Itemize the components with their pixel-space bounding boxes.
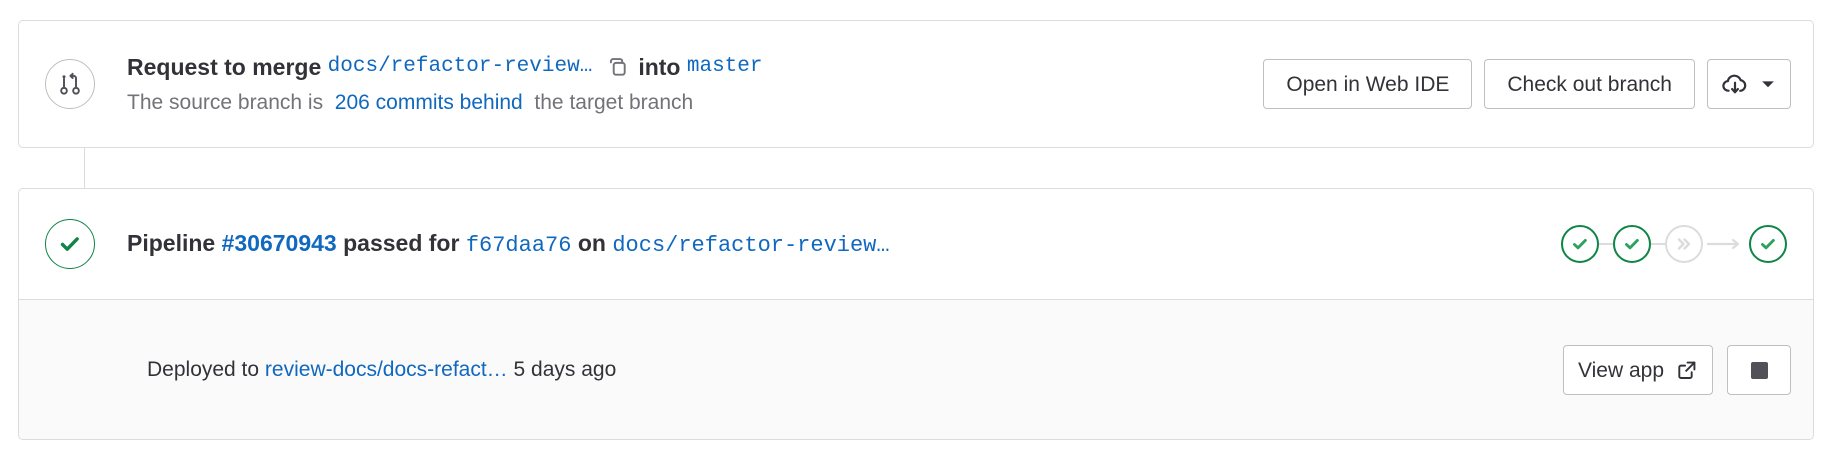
stage-arrow-icon bbox=[1703, 238, 1749, 250]
subtitle-suffix: the target branch bbox=[534, 90, 694, 114]
stage-connector-1 bbox=[1599, 243, 1613, 245]
open-in-web-ide-button[interactable]: Open in Web IDE bbox=[1263, 59, 1473, 109]
request-to-merge-label: Request to merge bbox=[127, 53, 322, 80]
external-link-icon bbox=[1676, 359, 1698, 381]
commits-behind-link[interactable]: 206 commits behind bbox=[334, 90, 523, 114]
pipeline-stages bbox=[1561, 225, 1787, 263]
download-dropdown-button[interactable] bbox=[1707, 59, 1791, 109]
into-label: into bbox=[638, 53, 681, 80]
merge-request-icon bbox=[58, 72, 82, 96]
commit-sha-link[interactable]: f67daa76 bbox=[465, 233, 572, 258]
check-circle-icon bbox=[57, 231, 83, 257]
merge-request-subtitle: The source branch is 206 commits behind … bbox=[127, 88, 1239, 118]
stop-icon bbox=[1750, 361, 1768, 379]
stage-connector-2 bbox=[1651, 243, 1665, 245]
merge-request-title: Request to merge docs/refactor-review… i… bbox=[127, 51, 1239, 83]
chevron-down-icon bbox=[1760, 76, 1776, 92]
deployed-to-label: Deployed to bbox=[147, 358, 260, 381]
pipeline-label: Pipeline bbox=[127, 230, 216, 256]
deployment-row: Deployed to review-docs/docs-refact… 5 d… bbox=[19, 299, 1813, 439]
view-app-label: View app bbox=[1577, 358, 1664, 382]
subtitle-prefix: The source branch is bbox=[127, 90, 324, 114]
pipeline-status-icon-wrapper bbox=[45, 219, 95, 269]
pipeline-on-label: on bbox=[577, 230, 606, 256]
pipeline-stage-3-skipped-icon[interactable] bbox=[1665, 225, 1703, 263]
copy-icon[interactable] bbox=[602, 52, 632, 82]
target-branch-link[interactable]: master bbox=[686, 54, 763, 78]
pipeline-stage-2-success-icon[interactable] bbox=[1613, 225, 1651, 263]
source-branch-link[interactable]: docs/refactor-review… bbox=[327, 54, 593, 78]
pipeline-status-text: Pipeline #30670943 passed for f67daa76 o… bbox=[95, 230, 1561, 258]
widget-connector-line bbox=[84, 148, 85, 188]
pipeline-summary-row: Pipeline #30670943 passed for f67daa76 o… bbox=[19, 189, 1813, 299]
deployment-text: Deployed to review-docs/docs-refact… 5 d… bbox=[147, 358, 1563, 382]
deployment-environment-link[interactable]: review-docs/docs-refact… bbox=[264, 358, 508, 381]
deployment-time-ago: 5 days ago bbox=[513, 358, 617, 381]
cloud-download-icon bbox=[1722, 71, 1748, 97]
stop-environment-button[interactable] bbox=[1727, 345, 1791, 395]
pipeline-branch-link[interactable]: docs/refactor-review… bbox=[612, 233, 890, 258]
merge-request-text-block: Request to merge docs/refactor-review… i… bbox=[95, 51, 1239, 118]
view-app-button[interactable]: View app bbox=[1562, 345, 1713, 395]
deployment-actions: View app bbox=[1562, 345, 1791, 395]
check-out-branch-button[interactable]: Check out branch bbox=[1484, 59, 1695, 109]
merge-request-header-card: Request to merge docs/refactor-review… i… bbox=[18, 20, 1814, 148]
merge-request-icon-wrapper bbox=[45, 59, 95, 109]
pipeline-stage-4-success-icon[interactable] bbox=[1749, 225, 1787, 263]
merge-request-actions: Open in Web IDE Check out branch bbox=[1239, 59, 1791, 109]
pipeline-card: Pipeline #30670943 passed for f67daa76 o… bbox=[18, 188, 1814, 440]
pipeline-stage-1-success-icon[interactable] bbox=[1561, 225, 1599, 263]
pipeline-result-label: passed for bbox=[343, 230, 460, 256]
pipeline-id-link[interactable]: #30670943 bbox=[221, 230, 337, 256]
